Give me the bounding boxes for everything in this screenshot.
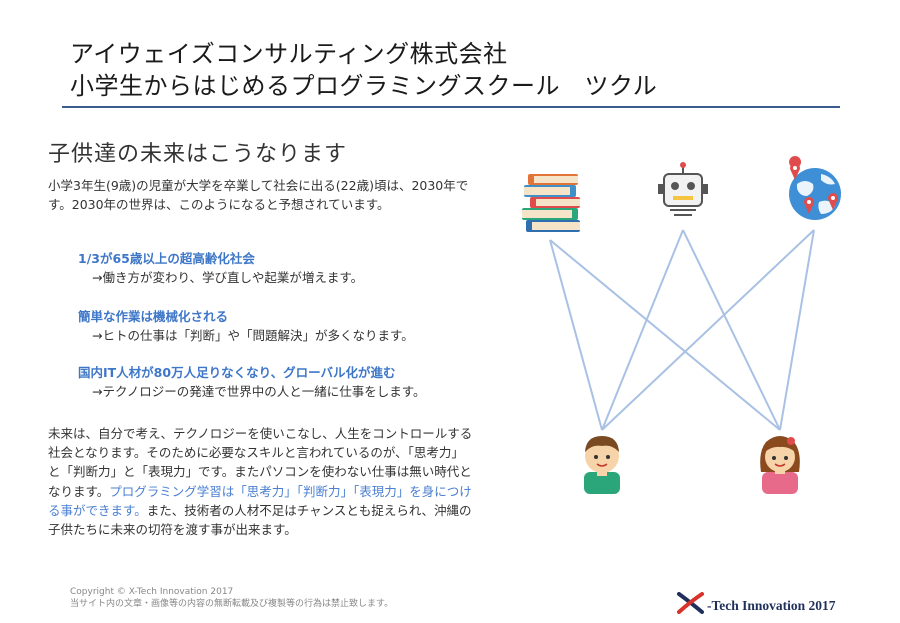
future-point-1: 1/3が65歳以上の超高齢化社会 →働き方が変わり、学び直しや起業が増えます。 [78, 250, 363, 288]
point-detail: →ヒトの仕事は「判断」や「問題解決」が多くなります。 [92, 328, 414, 343]
company-logo: -Tech Innovation 2017 [676, 592, 836, 614]
point-detail: →働き方が変わり、学び直しや起業が増えます。 [92, 270, 364, 285]
connector-lines [549, 229, 815, 431]
footer: Copyright © X-Tech Innovation 2017 当サイト内… [70, 586, 393, 610]
outro-highlight: プログラミング学習は「思考力」「判断力」「表現力」を身につける事ができます。 [48, 483, 472, 518]
robot-icon [658, 162, 708, 216]
books-icon [522, 174, 580, 232]
logo-text: -Tech Innovation 2017 [707, 598, 836, 613]
notice-text: 当サイト内の文章・画像等の内容の無断転載及び複製等の行為は禁止致します。 [70, 599, 394, 609]
x-mark-icon [677, 592, 704, 614]
intro-paragraph: 小学3年生(9歳)の児童が大学を卒業して社会に出る(22歳)頃は、2030年です… [48, 178, 469, 212]
outro-paragraph: 未来は、自分で考え、テクノロジーを使いこなし、人生をコントロールする社会となりま… [48, 424, 473, 539]
company-name: アイウェイズコンサルティング株式会社 [70, 40, 508, 68]
point-heading: 1/3が65歳以上の超高齢化社会 [78, 251, 255, 266]
page-header: アイウェイズコンサルティング株式会社 小学生からはじめるプログラミングスクール … [70, 38, 657, 102]
future-point-3: 国内IT人材が80万人足りなくなり、グローバル化が進む →テクノロジーの発達で世… [78, 364, 425, 402]
copyright-text: Copyright © X-Tech Innovation 2017 [70, 587, 234, 597]
point-detail: →テクノロジーの発達で世界中の人と一緒に仕事をします。 [92, 384, 426, 399]
boy-icon [584, 436, 620, 494]
outro-text: 未来は、自分で考え、テクノロジーを使いこなし、人生をコントロールする社会となりま… [48, 426, 473, 499]
header-divider [62, 106, 840, 108]
point-heading: 簡単な作業は機械化される [78, 309, 229, 324]
future-skills-diagram [522, 156, 841, 494]
girl-icon [760, 436, 800, 494]
outro-text-end: また、技術者の人材不足はチャンスとも捉えられ、沖縄の子供たちに未来の切符を渡す事… [48, 502, 472, 538]
future-point-2: 簡単な作業は機械化される →ヒトの仕事は「判断」や「問題解決」が多くなります。 [78, 308, 414, 346]
point-heading: 国内IT人材が80万人足りなくなり、グローバル化が進む [78, 365, 396, 380]
globe-icon [789, 156, 841, 220]
section-title: 子供達の未来はこうなります [48, 142, 348, 167]
school-name: 小学生からはじめるプログラミングスクール ツクル [70, 72, 658, 100]
